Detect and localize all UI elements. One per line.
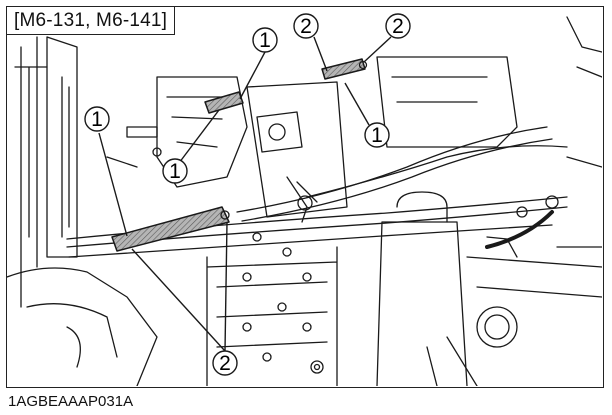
- right-hose: [485, 210, 554, 249]
- wiring-harness-3: [68, 224, 553, 258]
- svg-text:2: 2: [392, 15, 404, 38]
- svg-text:1: 1: [91, 108, 103, 131]
- callout-c1-top: 1: [252, 27, 278, 53]
- callout-c2-bottom: 2: [212, 350, 238, 376]
- engine-block: [206, 246, 338, 387]
- left-lower-body: [6, 267, 158, 387]
- valve-assembly: [156, 76, 248, 188]
- callout-c1-mid: 1: [364, 122, 390, 148]
- left-frame-rail: [14, 36, 48, 308]
- reservoir-cap: [396, 191, 448, 223]
- coolant-reservoir: [376, 221, 468, 387]
- svg-text:2: 2: [300, 15, 312, 38]
- callout-c1-center: 1: [162, 158, 188, 184]
- illustration-frame: 1 2 2 1 1: [6, 6, 604, 388]
- upper-cable-1: [236, 126, 548, 213]
- callout-c1-left: 1: [84, 106, 110, 132]
- figure-code: 1AGBEAAAP031A: [8, 393, 134, 410]
- radiator-hose-lower: [111, 206, 230, 252]
- leader-lines: [98, 36, 392, 352]
- svg-text:1: 1: [169, 160, 181, 183]
- hose-upper-left: [204, 91, 244, 114]
- svg-text:1: 1: [259, 29, 271, 52]
- tractor-hose-drawing: 1 2 2 1 1: [6, 13, 603, 387]
- svg-text:2: 2: [219, 352, 231, 375]
- svg-text:1: 1: [371, 124, 383, 147]
- callout-c2-left: 2: [293, 13, 319, 39]
- model-label: [M6-131, M6-141]: [7, 7, 176, 35]
- hose-upper-right: [321, 58, 366, 80]
- callout-c2-right: 2: [385, 13, 411, 39]
- callouts: 1 2 2 1 1: [84, 13, 411, 376]
- control-housing: [246, 81, 348, 218]
